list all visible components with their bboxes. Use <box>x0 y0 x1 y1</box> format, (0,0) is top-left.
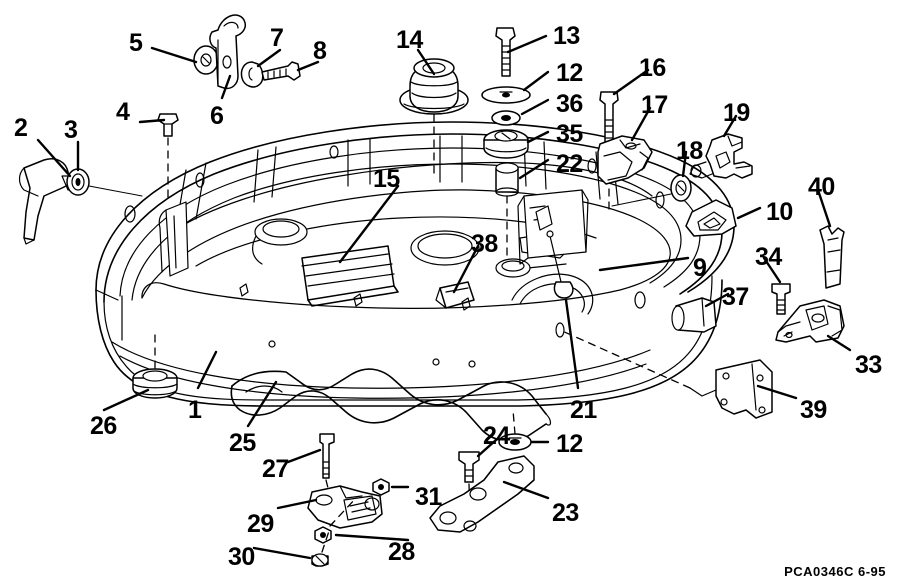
part-8-screw <box>261 61 301 81</box>
floor-opening-left <box>252 218 308 265</box>
callout-1-lower-motor-cover: 1 <box>188 396 202 424</box>
part-33-bracket <box>775 299 845 343</box>
callout-38-mount-bracket: 38 <box>471 230 498 258</box>
leader-lines <box>36 34 852 560</box>
part-22-bushing <box>495 162 519 197</box>
callout-29-latch-body: 29 <box>247 510 274 538</box>
callout-3-grommet-washer: 3 <box>64 116 78 144</box>
callout-2-latch-handle: 2 <box>14 114 28 142</box>
interior-box-right <box>517 189 589 265</box>
part-31-nut <box>372 478 390 496</box>
callout-17-bracket: 17 <box>641 91 668 119</box>
callout-40-retainer-clip: 40 <box>808 173 835 201</box>
connector-39 <box>689 387 717 397</box>
part-40-retainer-clip <box>819 225 845 289</box>
part-25-seal-gasket <box>230 368 552 442</box>
part-14-grommet-mount <box>399 58 469 115</box>
callout-16-bolt: 16 <box>639 54 666 82</box>
part-35-grommet <box>483 129 529 159</box>
callout-31-nut: 31 <box>415 483 442 511</box>
leader-9 <box>598 256 690 272</box>
connector-3 <box>88 185 143 197</box>
part-19-fitting <box>689 133 753 179</box>
axis-30 <box>321 527 331 553</box>
callout-12-washer: 12 <box>556 430 583 458</box>
callout-30-screw: 30 <box>228 543 255 571</box>
axis-12b <box>512 409 516 435</box>
part-15-foam-pad <box>301 245 399 307</box>
part-5-washer <box>193 45 219 75</box>
callout-39-plate-bracket: 39 <box>800 396 827 424</box>
callout-13-bolt: 13 <box>553 22 580 50</box>
callout-35-grommet: 35 <box>556 120 583 148</box>
callout-37-rubber-bumper: 37 <box>722 283 749 311</box>
callout-25-seal-gasket: 25 <box>229 429 256 457</box>
part-38-mount-bracket <box>435 281 475 309</box>
part-10-wedge-block <box>685 199 737 237</box>
callout-15-foam-pad: 15 <box>373 165 400 193</box>
part-29-latch-body <box>307 485 383 529</box>
connector-18 <box>611 193 672 207</box>
callout-7-clip-washer: 7 <box>270 24 284 52</box>
callout-21-drain-tube: 21 <box>570 396 597 424</box>
callout-10-wedge-block: 10 <box>766 198 793 226</box>
callout-8-screw: 8 <box>313 37 327 65</box>
part-24-bolt <box>458 451 480 483</box>
callout-19-fitting: 19 <box>723 99 750 127</box>
part-34-screw <box>771 283 791 315</box>
callout-36-washer: 36 <box>556 90 583 118</box>
floor-opening-small <box>495 258 531 278</box>
interior-post-left <box>158 201 189 277</box>
callout-27-screw: 27 <box>262 455 289 483</box>
diagram-footer-code: PCA0346C 6-95 <box>784 564 886 579</box>
part-12-washer-top <box>481 86 531 104</box>
callout-5-washer: 5 <box>129 29 143 57</box>
callout-34-screw: 34 <box>755 243 782 271</box>
part-30-screw <box>311 553 329 567</box>
callout-6-latch-hook: 6 <box>210 102 224 130</box>
callout-26-grommet: 26 <box>90 412 117 440</box>
callout-12-washer: 12 <box>556 59 583 87</box>
floor-recess-right <box>511 273 594 315</box>
callout-4-fitting-nut: 4 <box>116 98 130 126</box>
callout-22-bushing: 22 <box>556 150 583 178</box>
callout-33-bracket: 33 <box>855 351 882 379</box>
part-6-latch-hook <box>209 14 247 90</box>
part-3-grommet-washer <box>66 168 90 196</box>
part-28-nut <box>314 526 332 544</box>
axis-28 <box>329 497 357 527</box>
leader-21 <box>564 298 580 390</box>
callout-23-clamp-bracket: 23 <box>552 499 579 527</box>
callout-24-bolt: 24 <box>483 422 510 450</box>
floor-opening-center <box>410 230 480 266</box>
callout-9-cover-detail: 9 <box>693 254 707 282</box>
part-27-screw <box>319 433 335 479</box>
part-21-drain-tube <box>546 230 574 299</box>
part-18-washer <box>670 174 692 202</box>
part-4-fitting-nut <box>157 113 179 137</box>
callout-14-grommet-mount: 14 <box>396 26 423 54</box>
callout-28-nut: 28 <box>388 538 415 566</box>
leader-1 <box>196 350 218 390</box>
part-13-bolt <box>495 27 516 77</box>
axis-39 <box>559 329 691 389</box>
part-36-washer <box>491 110 521 126</box>
part-37-rubber-bumper <box>671 297 717 333</box>
callout-18-washer: 18 <box>676 137 703 165</box>
part-23-clamp-bracket <box>429 455 535 533</box>
part-39-plate-bracket <box>715 359 773 419</box>
